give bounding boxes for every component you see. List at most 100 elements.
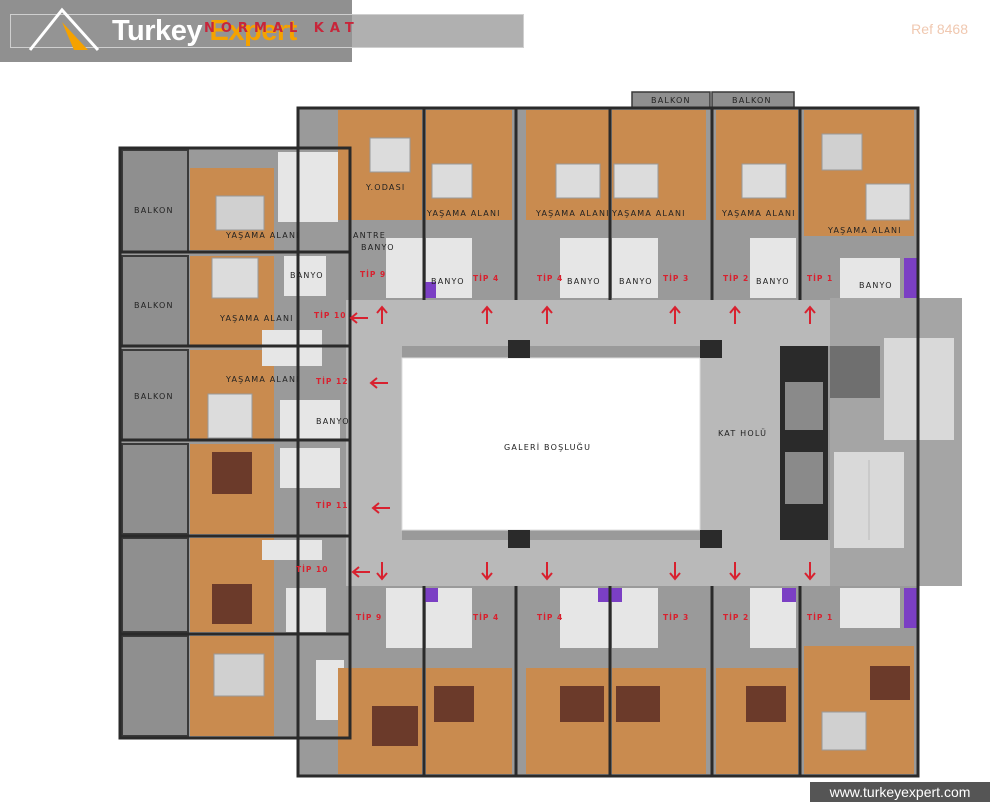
elevator-shaft: [780, 346, 828, 540]
bath-t3: [560, 238, 610, 298]
label-yasama-6: YAŞAMA ALANI: [225, 231, 300, 240]
tip-top-3: TİP 4: [537, 274, 563, 283]
label-balkon-top-2: BALKON: [732, 96, 772, 105]
label-balkon-left-2: BALKON: [134, 301, 174, 310]
label-banyo-1: BANYO: [361, 243, 395, 252]
arrow-down-icon: [541, 562, 553, 581]
label-yasama-5: YAŞAMA ALANI: [827, 226, 902, 235]
bath-w3: [280, 400, 340, 440]
arrow-up-icon: [541, 305, 553, 324]
arrow-down-icon: [669, 562, 681, 581]
bath-t5: [750, 238, 796, 298]
label-banyo-8: BANYO: [859, 281, 893, 290]
label-balkon-left-3: BALKON: [134, 392, 174, 401]
label-yasama-7: YAŞAMA ALANI: [219, 314, 294, 323]
label-yasama-1: YAŞAMA ALANI: [426, 209, 501, 218]
shaft-t1: [424, 282, 436, 298]
tip-bot-4: TİP 3: [663, 613, 689, 622]
arrow-left-icon: [351, 566, 370, 578]
label-banyo-6: BANYO: [619, 277, 653, 286]
label-banyo-2: BANYO: [290, 271, 324, 280]
title-strip: [10, 14, 524, 48]
label-antre: ANTRE: [353, 231, 386, 240]
bed-dark-icon: [212, 452, 252, 494]
bed-dark-icon: [616, 686, 660, 722]
kitchen-w1: [278, 152, 338, 222]
bed-dark-icon: [434, 686, 474, 722]
arrow-down-icon: [481, 562, 493, 581]
bath-w2: [284, 256, 326, 296]
tip-top-6: TİP 1: [807, 274, 833, 283]
bath-w5: [286, 588, 326, 632]
bed-icon: [207, 393, 253, 439]
logo-roof-icon: [28, 7, 100, 52]
tip-left-1: TİP 10: [314, 311, 346, 320]
bed-icon: [555, 163, 601, 199]
rug-icon: [821, 133, 863, 171]
tip-top-1: TİP 9: [360, 270, 386, 279]
bath-t6: [840, 258, 900, 298]
bed-dark-icon: [372, 706, 418, 746]
elevator-car-2: [785, 452, 823, 504]
label-banyo-4: BANYO: [431, 277, 465, 286]
rug-icon: [213, 653, 265, 697]
arrow-left-icon: [369, 377, 388, 389]
arrow-up-icon: [669, 305, 681, 324]
label-y-odasi: Y.ODASI: [365, 183, 405, 192]
column-2: [700, 340, 722, 358]
bath-b1: [386, 588, 424, 648]
bed-icon: [865, 183, 911, 221]
tip-bot-3: TİP 4: [537, 613, 563, 622]
shaft-b3: [782, 588, 796, 602]
gallery-void: [401, 357, 701, 531]
elevator-car-1: [785, 382, 823, 430]
bath-w4: [280, 448, 340, 488]
arrow-left-icon: [349, 312, 368, 324]
bath-t1: [386, 238, 424, 298]
bath-b6: [840, 588, 900, 628]
shaft-b1: [424, 588, 438, 602]
kitchen-w5: [262, 540, 322, 560]
label-galeri: GALERİ BOŞLUĞU: [504, 441, 591, 452]
label-yasama-2: YAŞAMA ALANI: [535, 209, 610, 218]
label-banyo-5: BANYO: [567, 277, 601, 286]
label-balkon-top-1: BALKON: [651, 96, 691, 105]
tip-top-2: TİP 4: [473, 274, 499, 283]
bed-icon: [369, 137, 411, 173]
tip-left-3: TİP 11: [316, 501, 348, 510]
arrow-up-icon: [376, 305, 388, 324]
ref-number: Ref 8468: [911, 21, 968, 37]
rug-icon: [821, 711, 867, 751]
rug-icon: [215, 195, 265, 231]
tip-left-2: TİP 12: [316, 377, 348, 386]
bed-dark-icon: [212, 584, 252, 624]
bed-dark-icon: [746, 686, 786, 722]
brand-accent: Expert: [209, 15, 298, 47]
lift-lobby: [830, 346, 880, 398]
tip-top-4: TİP 3: [663, 274, 689, 283]
label-banyo-3: BANYO: [316, 417, 350, 426]
arrow-up-icon: [481, 305, 493, 324]
unit-bot-6: [804, 646, 914, 774]
brand-logo[interactable]: Turkey Expert: [112, 15, 297, 48]
column-3: [508, 530, 530, 548]
label-yasama-8: YAŞAMA ALANI: [225, 375, 300, 384]
west-wing-wall: [118, 146, 352, 740]
balcony-left-5: [121, 537, 189, 633]
column-4: [700, 530, 722, 548]
label-banyo-7: BANYO: [756, 277, 790, 286]
entry-arrows: [349, 305, 816, 581]
arrow-up-icon: [729, 305, 741, 324]
label-kat-holu: KAT HOLÜ: [718, 428, 767, 438]
bed-icon: [211, 257, 259, 299]
kitchen-w3: [262, 330, 322, 366]
arrow-down-icon: [804, 562, 816, 581]
plan-title: NORMAL KAT: [204, 21, 360, 36]
bed-dark-icon: [870, 666, 910, 700]
balcony-left-6: [121, 635, 189, 737]
brand-main: Turkey: [112, 15, 210, 47]
column-1: [508, 340, 530, 358]
balcony-left-2: [121, 255, 189, 347]
tip-top-5: TİP 2: [723, 274, 749, 283]
